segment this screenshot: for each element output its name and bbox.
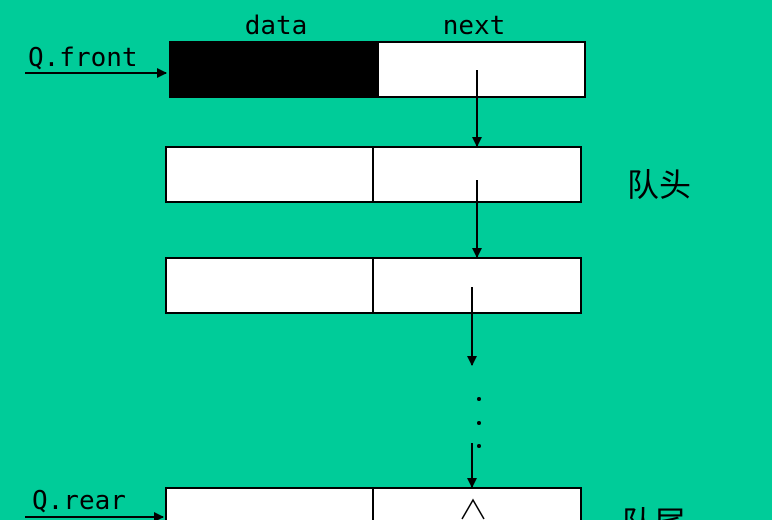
queue-node-2-next-cell	[372, 257, 582, 314]
tail-node-next-cell	[372, 487, 582, 520]
front-pointer-label: Q.front	[28, 43, 138, 73]
rear-pointer-label: Q.rear	[32, 486, 126, 516]
queue-node-2	[165, 257, 582, 314]
head-node-data-cell	[169, 41, 379, 98]
data-column-label: data	[245, 11, 308, 41]
queue-node-1-data-cell	[165, 146, 374, 203]
head-node	[169, 41, 586, 98]
queue-head-label: 队头	[627, 166, 691, 204]
tail-node	[165, 487, 582, 520]
queue-node-2-data-cell	[165, 257, 374, 314]
queue-tail-label: 队尾	[622, 504, 686, 520]
next-column-label: next	[443, 11, 506, 41]
tail-node-data-cell	[165, 487, 374, 520]
null-pointer-icon	[461, 498, 485, 520]
ellipsis-dots	[477, 397, 481, 448]
head-node-next-cell	[377, 41, 586, 98]
queue-node-1	[165, 146, 582, 203]
